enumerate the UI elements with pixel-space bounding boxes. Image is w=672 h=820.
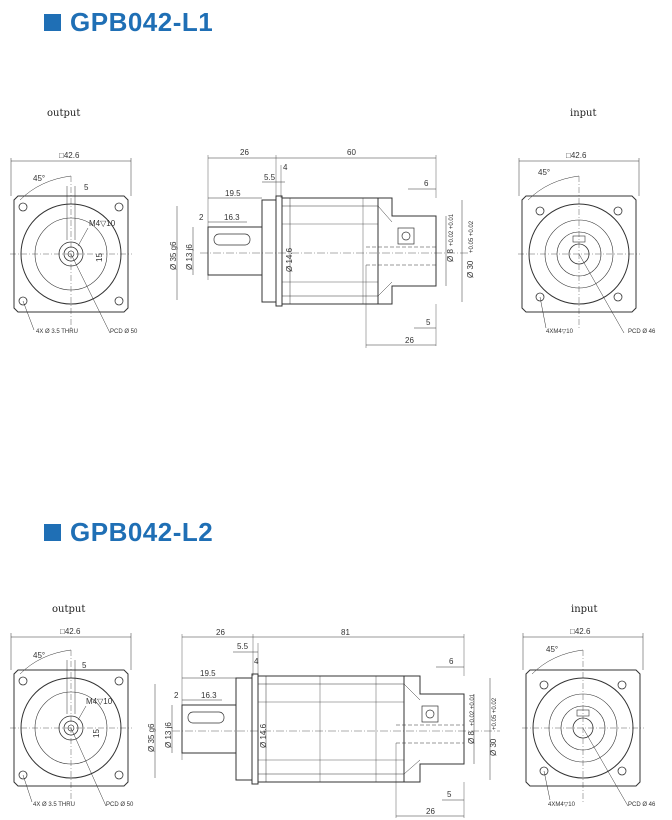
title-text: GPB042-L1 [70, 7, 214, 37]
angle-dim: 45° [538, 168, 550, 177]
holes-dim: 4X Ø 3.5 THRU [33, 802, 75, 808]
side-view: 26 81 4 5.5 19.5 2 16.3 [147, 628, 500, 818]
section-title-l2: GPB042-L2 [44, 517, 213, 548]
dim-14-6: Ø 14.6 [259, 723, 268, 748]
section-1-drawings: output input □42.6 45° 5 M4▽10 [10, 108, 656, 348]
dim-26: 26 [240, 148, 249, 157]
output-face-view: □42.6 45° 5 M4▽10 15 4X Ø 3.5 THRU PCD [10, 151, 138, 335]
dim-2: 2 [174, 691, 179, 700]
dim-6: 6 [449, 657, 454, 666]
holes-dim: 4XM4▽10 [546, 329, 574, 335]
square-dim: □42.6 [60, 627, 81, 636]
input-face-view: □42.6 45° 4XM4▽10 PCD Ø 46 [522, 627, 656, 808]
dim-5-5: 5.5 [264, 173, 276, 182]
pcd-dim: PCD Ø 46 [628, 329, 656, 335]
dim-30: Ø 30 [466, 260, 475, 278]
pcd-dim: PCD Ø 50 [106, 802, 134, 808]
thread-dim: M4▽10 [89, 219, 116, 228]
square-dim: □42.6 [570, 627, 591, 636]
input-label: input [570, 108, 597, 119]
angle-dim: 45° [546, 645, 558, 654]
title-text: GPB042-L2 [70, 517, 214, 547]
key-dim: 15 [92, 729, 101, 738]
dim-19-5: 19.5 [200, 669, 216, 678]
dim-13: Ø 13 j6 [164, 722, 173, 748]
dim-26: 26 [216, 628, 225, 637]
dim-5-5: 5.5 [237, 642, 249, 651]
dim-6: 6 [424, 179, 429, 188]
output-label: output [52, 604, 85, 615]
dim-35: Ø 35 g6 [169, 241, 178, 270]
dim-length: 81 [341, 628, 350, 637]
side-view: 26 60 4 5.5 19.5 2 16.3 [169, 148, 475, 348]
square-dim: □42.6 [59, 151, 80, 160]
dim-26-lower: 26 [405, 336, 414, 345]
pcd-dim: PCD Ø 46 [628, 802, 656, 808]
dim-19-5: 19.5 [225, 189, 241, 198]
holes-dim: 4XM4▽10 [548, 802, 576, 808]
offset-dim: 5 [84, 183, 89, 192]
dim-5: 5 [447, 790, 452, 799]
input-label: input [571, 604, 598, 615]
square-dim: □42.6 [566, 151, 587, 160]
dim-5: 5 [426, 318, 431, 327]
dim-8: Ø 8 [467, 731, 476, 744]
dim-35: Ø 35 g6 [147, 723, 156, 752]
dim-30-tol: +0.05 +0.02 [492, 697, 498, 730]
dim-8-tol: +0.02 +0.01 [449, 213, 455, 246]
dim-4: 4 [283, 163, 288, 172]
thread-dim: M4▽10 [86, 697, 113, 706]
dim-8-tol: +0.02 +0.01 [470, 693, 476, 726]
dim-30: Ø 30 [489, 738, 498, 756]
pcd-dim: PCD Ø 50 [110, 329, 138, 335]
section-title-l1: GPB042-L1 [44, 7, 213, 38]
input-face-view: □42.6 45° 4XM4▽10 PCD Ø 46 [518, 151, 656, 335]
title-square-icon [44, 524, 61, 541]
dim-2: 2 [199, 213, 204, 222]
offset-dim: 5 [82, 661, 87, 670]
section-2-drawings: output input □42.6 45° 5 M4▽10 [10, 604, 656, 818]
dim-26-lower: 26 [426, 807, 435, 816]
title-square-icon [44, 14, 61, 31]
dim-16-3: 16.3 [201, 691, 217, 700]
output-label: output [47, 108, 80, 119]
angle-dim: 45° [33, 651, 45, 660]
dim-14-6: Ø 14.6 [285, 247, 294, 272]
holes-dim: 4X Ø 3.5 THRU [36, 329, 78, 335]
output-face-view: □42.6 45° 5 M4▽10 15 4X Ø 3.5 THRU PCD [10, 627, 134, 808]
dim-13: Ø 13 j6 [185, 244, 194, 270]
dim-30-tol: +0.05 +0.02 [469, 220, 475, 253]
dim-8: Ø 8 [446, 249, 455, 262]
dim-length: 60 [347, 148, 356, 157]
key-dim: 15 [95, 253, 104, 262]
dim-4: 4 [254, 657, 259, 666]
dim-16-3: 16.3 [224, 213, 240, 222]
angle-dim: 45° [33, 174, 45, 183]
